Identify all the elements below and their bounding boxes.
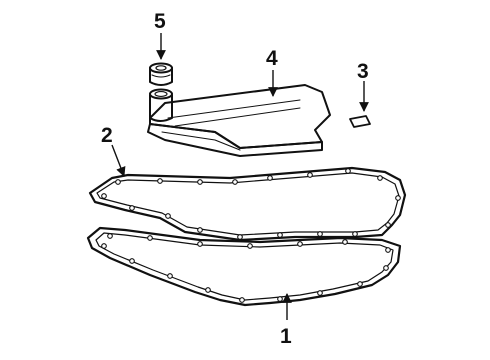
small-plug: [349, 115, 371, 128]
callout-1: 1: [280, 325, 292, 348]
callout-2: 2: [101, 124, 113, 147]
callout-5: 5: [154, 10, 166, 33]
filter-seal: [149, 62, 173, 86]
callout-4: 4: [266, 47, 278, 70]
leader-2: [111, 144, 126, 177]
callout-labels: 5 4 3 2 1: [101, 10, 369, 348]
gasket-bolt-holes: [101, 168, 401, 240]
callout-3: 3: [357, 60, 369, 83]
transmission-filter: [147, 84, 331, 157]
leader-lines: [111, 33, 369, 320]
oil-pan: [86, 226, 402, 307]
oil-pan-flange-holes: [101, 233, 391, 303]
gasket: [88, 166, 407, 242]
